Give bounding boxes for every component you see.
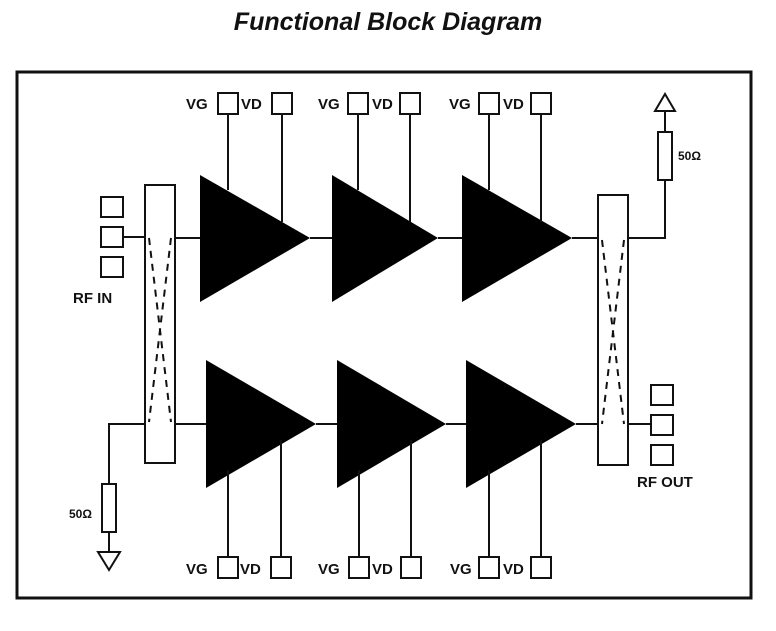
rf-out-pad-2 bbox=[650, 414, 674, 436]
vd-label: VD bbox=[372, 561, 393, 578]
vd-label: VD bbox=[503, 96, 524, 113]
amplifier-top-1 bbox=[200, 175, 310, 302]
vg-label: VG bbox=[449, 96, 471, 113]
rf-out-label: RF OUT bbox=[637, 474, 693, 491]
vg-label: VG bbox=[186, 96, 208, 113]
rf-in-pad-3 bbox=[100, 256, 124, 278]
amplifier-bottom-1 bbox=[206, 360, 316, 488]
output-termination-resistor bbox=[657, 131, 673, 181]
amplifier-top-2 bbox=[332, 175, 438, 302]
input-termination-resistor bbox=[101, 483, 117, 533]
vd-label: VD bbox=[241, 96, 262, 113]
vg-label: VG bbox=[450, 561, 472, 578]
rf-out-pad-3 bbox=[650, 444, 674, 466]
vd-label: VD bbox=[240, 561, 261, 578]
ground-icon bbox=[96, 551, 122, 572]
vg-label: VG bbox=[186, 561, 208, 578]
amplifier-bottom-2 bbox=[337, 360, 446, 488]
bias-bottom-2: VG VD bbox=[318, 440, 422, 579]
output-resistor-label: 50Ω bbox=[678, 149, 701, 163]
bias-bottom-3: VG VD bbox=[450, 440, 552, 579]
bias-top-3: VG VD bbox=[449, 92, 552, 222]
vd-label: VD bbox=[503, 561, 524, 578]
rf-in-pad-2 bbox=[100, 226, 124, 248]
input-hybrid-coupler bbox=[144, 184, 176, 464]
diagram-title: Functional Block Diagram bbox=[233, 8, 543, 36]
vg-label: VG bbox=[318, 96, 340, 113]
amplifier-top-3 bbox=[462, 175, 572, 302]
rf-out-pad-1 bbox=[650, 384, 674, 406]
input-resistor-label: 50Ω bbox=[69, 507, 92, 521]
rf-in-pad-1 bbox=[100, 196, 124, 218]
diagram-border bbox=[15, 70, 753, 600]
output-hybrid-coupler bbox=[597, 194, 629, 466]
bias-bottom-1: VG VD bbox=[186, 440, 292, 579]
amplifier-bottom-3 bbox=[466, 360, 576, 488]
vd-label: VD bbox=[372, 96, 393, 113]
bias-top-2: VG VD bbox=[318, 92, 421, 222]
rf-in-label: RF IN bbox=[73, 290, 112, 307]
bias-top-1: VG VD bbox=[186, 92, 293, 222]
supply-arrow-icon bbox=[653, 92, 677, 112]
vg-label: VG bbox=[318, 561, 340, 578]
